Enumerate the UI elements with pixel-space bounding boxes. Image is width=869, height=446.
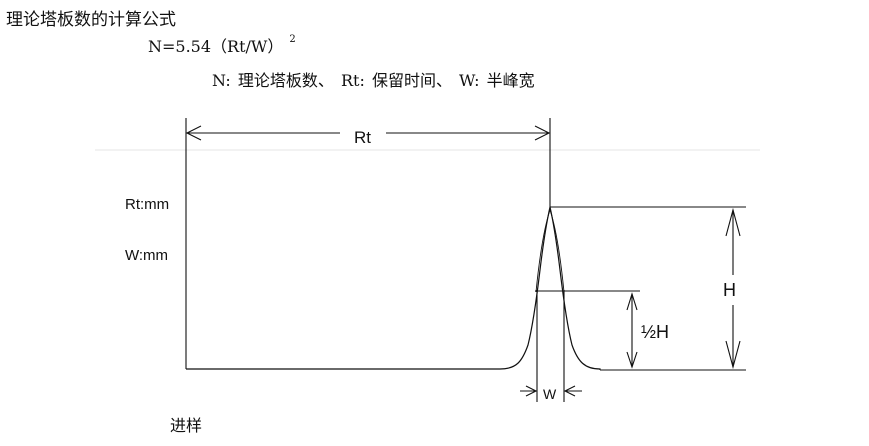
- injection-label: 进样: [170, 416, 203, 435]
- rt-dimension: [185, 118, 551, 369]
- chromatogram-peak-trace: [186, 206, 601, 370]
- plate-number-formula: N=5.54（Rt/W） 2: [148, 33, 296, 57]
- width-label: W: [543, 386, 557, 402]
- formula-main: N=5.54（Rt/W）: [148, 37, 284, 56]
- formula-exponent: 2: [289, 33, 296, 45]
- half-height-label: ½H: [641, 322, 669, 342]
- height-arrow-down-head: [725, 340, 741, 370]
- half-height-arrow: [626, 292, 638, 369]
- chromatogram-peak-inner: [535, 208, 565, 293]
- height-arrow: [725, 207, 741, 370]
- height-arrow-up-head: [725, 207, 741, 237]
- w-unit-label: W:mm: [125, 247, 168, 264]
- height-label: H: [723, 280, 736, 300]
- rt-arrow-right: [534, 125, 551, 141]
- rt-arrow-left: [185, 125, 202, 141]
- width-construction-lines: [520, 290, 582, 402]
- width-arrow-right: [563, 385, 576, 397]
- half-height-arrow-down-head: [626, 351, 638, 369]
- rt-dimension-label: Rt: [354, 128, 371, 147]
- rt-unit-label: Rt:mm: [125, 196, 169, 213]
- height-reference-lines: [535, 206, 746, 371]
- page-title: 理论塔板数的计算公式: [6, 10, 176, 30]
- width-arrow-left: [525, 385, 538, 397]
- half-height-arrow-up-head: [626, 292, 638, 311]
- formula-legend: N: 理论塔板数、 Rt: 保留时间、 W: 半峰宽: [212, 71, 535, 90]
